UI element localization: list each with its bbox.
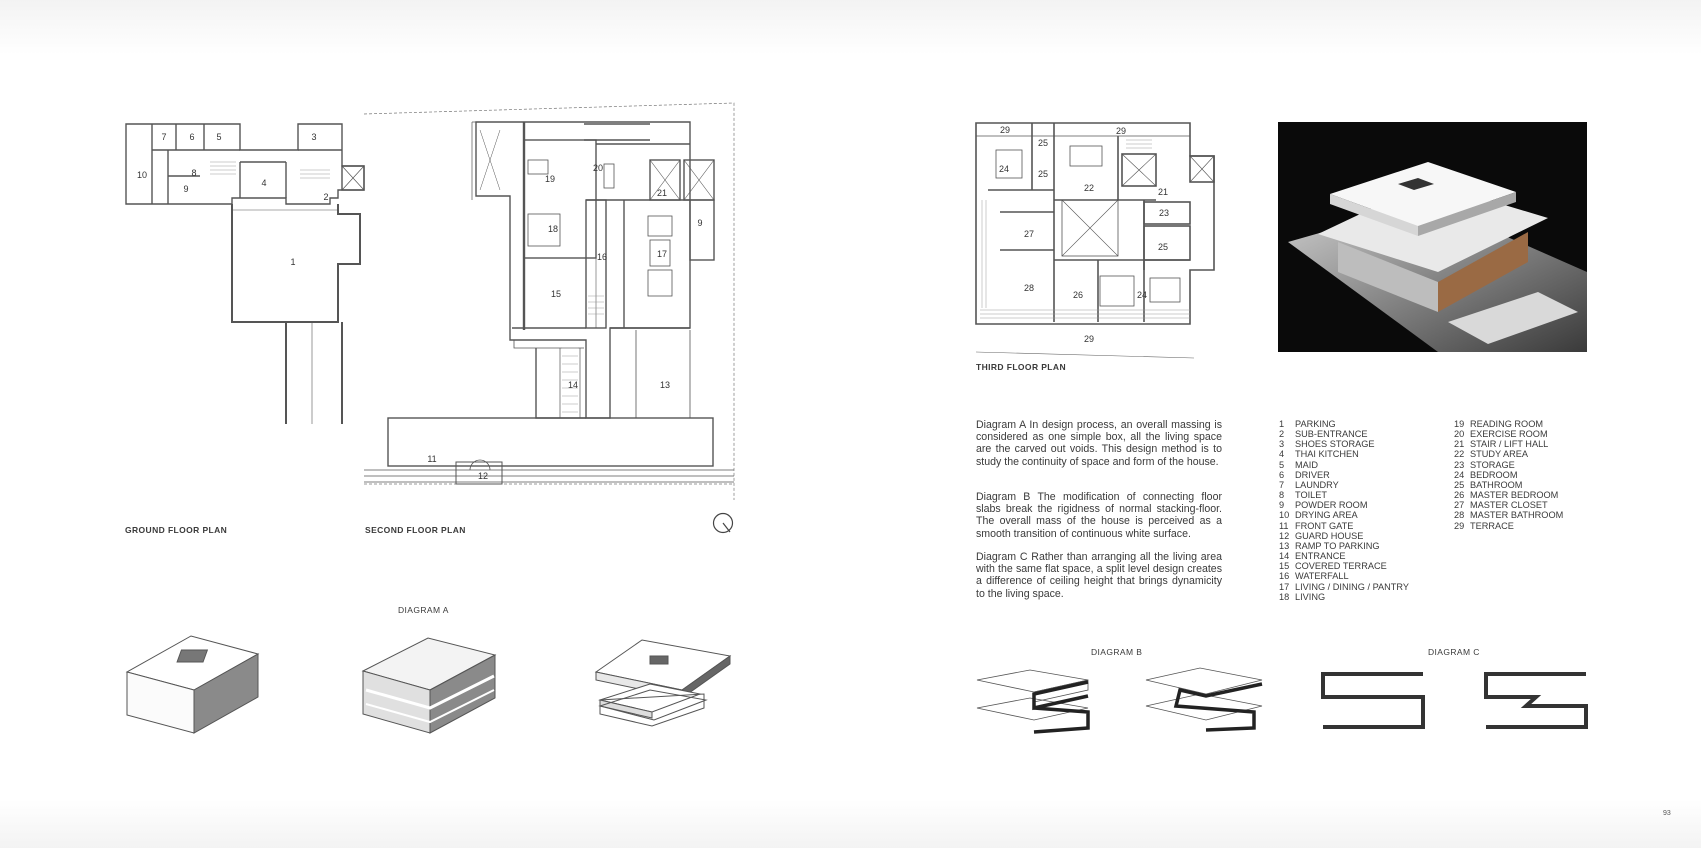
third-label-29-a: 29 [1000,125,1010,135]
north-arrow-icon [712,512,734,534]
second-label-15: 15 [551,289,561,299]
ground-floor-plan-caption: GROUND FLOOR PLAN [125,525,228,535]
third-label-23: 23 [1159,208,1169,218]
diagram-c-caption: DIAGRAM C [1428,647,1480,657]
paragraph-diagram-a: Diagram A In design process, an overall … [976,419,1222,468]
ground-label-7: 7 [161,132,166,142]
ground-label-4: 4 [261,178,266,188]
third-label-29-b: 29 [1116,126,1126,136]
second-floor-plan-caption: SECOND FLOOR PLAN [365,525,466,535]
paragraph-diagram-b: Diagram B The modification of connecting… [976,491,1222,540]
paragraph-diagram-c: Diagram C Rather than arranging all the … [976,551,1222,600]
ground-label-2: 2 [323,192,328,202]
model-photo [1278,122,1587,352]
third-label-25-c: 25 [1158,242,1168,252]
second-label-9: 9 [697,218,702,228]
second-label-12: 12 [478,471,488,481]
third-label-25-b: 25 [1038,169,1048,179]
ground-label-1: 1 [290,257,295,267]
second-label-13: 13 [660,380,670,390]
ground-label-8: 8 [191,168,196,178]
second-label-20: 20 [593,163,603,173]
third-label-22: 22 [1084,183,1094,193]
second-label-14: 14 [568,380,578,390]
third-label-28: 28 [1024,283,1034,293]
second-label-11: 11 [427,454,436,464]
third-label-24-a: 24 [999,164,1009,174]
second-label-16: 16 [597,252,607,262]
ground-label-5: 5 [216,132,221,142]
page-number: 93 [1663,810,1671,817]
diagram-b-caption: DIAGRAM B [1091,647,1143,657]
third-label-27: 27 [1024,229,1034,239]
third-label-24-b: 24 [1137,290,1147,300]
third-label-21: 21 [1158,187,1168,197]
ground-label-6: 6 [189,132,194,142]
second-label-18: 18 [548,224,558,234]
ground-label-10: 10 [137,170,147,180]
third-label-29-c: 29 [1084,334,1094,344]
second-label-19: 19 [545,174,555,184]
ground-label-3: 3 [311,132,316,142]
third-label-26: 26 [1073,290,1083,300]
third-floor-plan-caption: THIRD FLOOR PLAN [976,362,1066,372]
ground-label-9: 9 [183,184,188,194]
second-label-17: 17 [657,249,667,259]
diagram-a-caption: DIAGRAM A [398,605,449,615]
third-label-25-a: 25 [1038,138,1048,148]
second-label-21: 21 [657,188,667,198]
